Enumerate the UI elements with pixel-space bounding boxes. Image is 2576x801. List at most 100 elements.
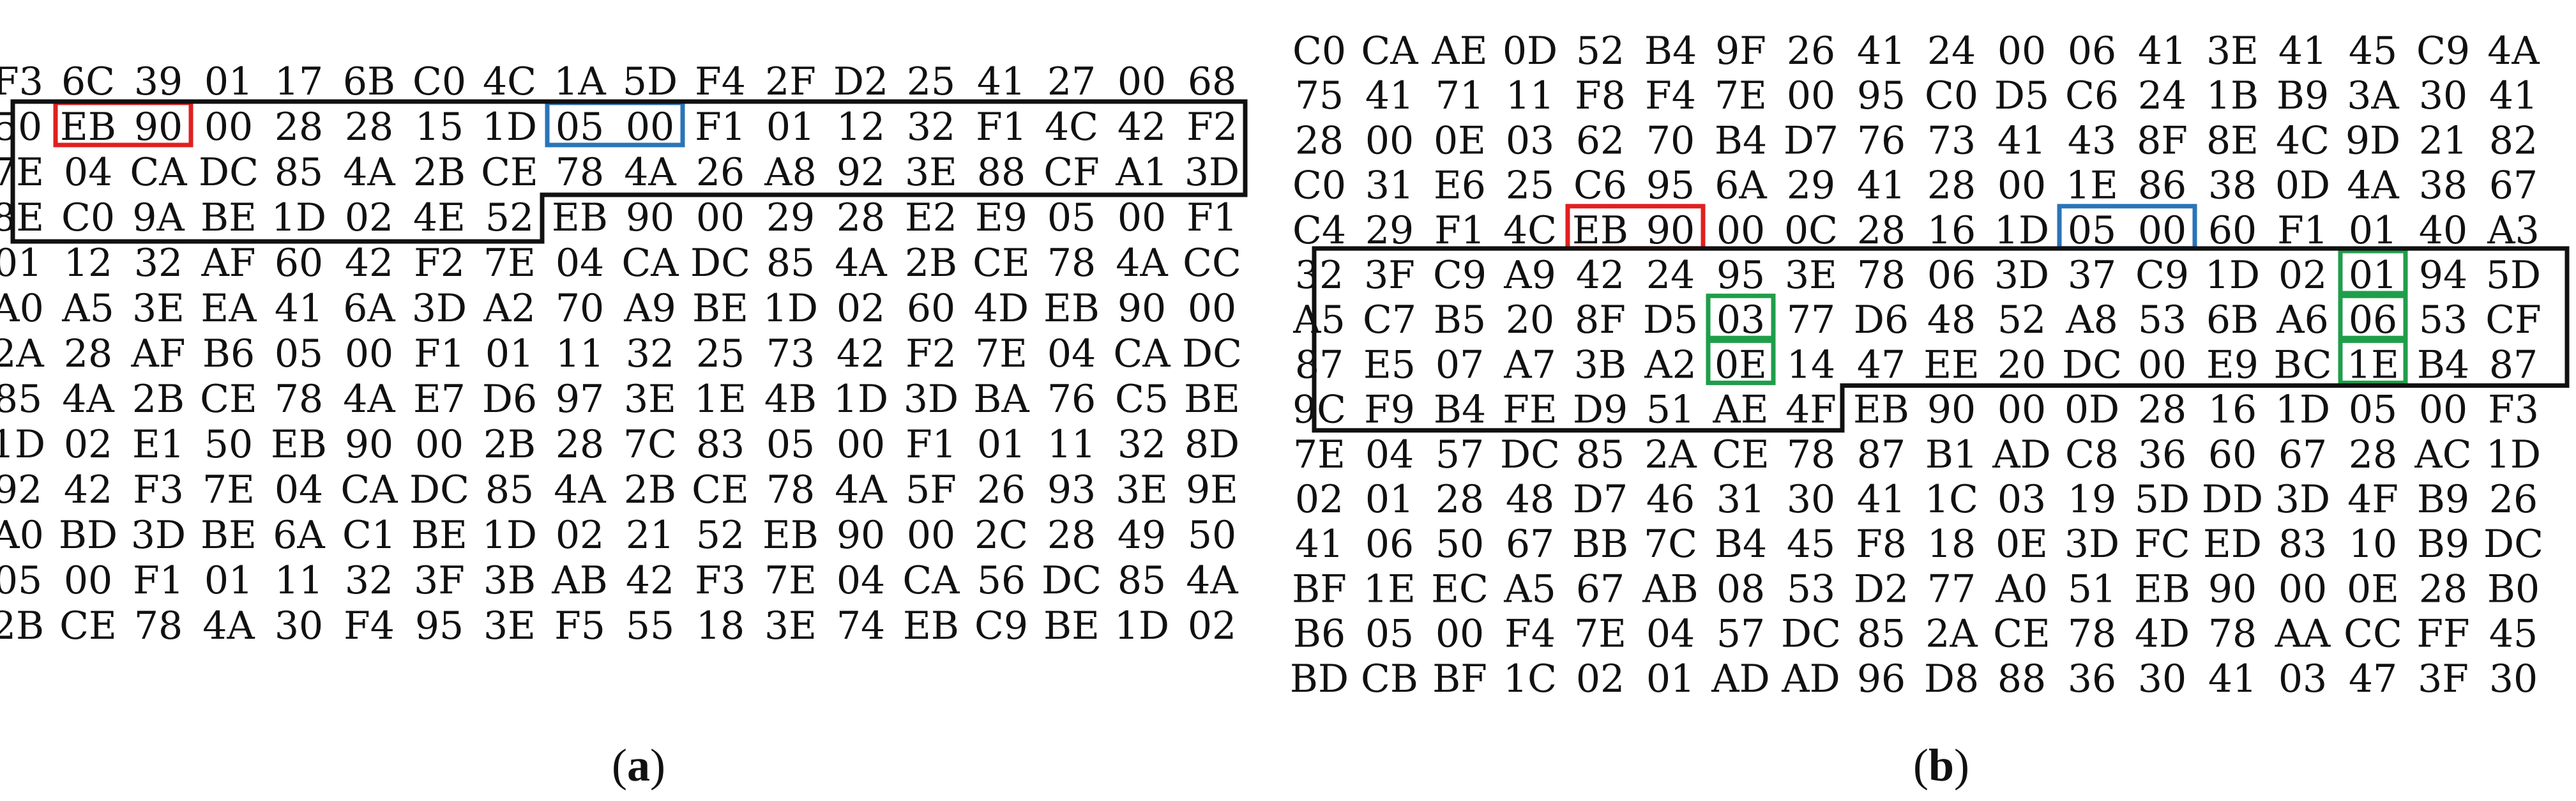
hex-byte: 1D [271,195,326,240]
hex-byte: AD [1711,657,1769,701]
hex-byte: F5 [554,604,605,648]
hex-byte: 3E [1785,253,1837,298]
hex-byte: 21 [2419,118,2467,163]
hex-byte: 90 [837,513,885,558]
hex-byte: 05 [0,558,42,603]
hex-byte: A9 [623,286,676,331]
hex-byte: 04 [275,468,323,512]
hex-byte: F4 [1504,612,1556,657]
hex-byte: 01 [204,558,253,603]
hex-byte: F1 [414,332,465,376]
hex-byte: 0E [2347,567,2399,611]
hex-byte: 06 [1365,522,1414,567]
hex-byte: 9C [1292,388,1346,432]
hex-byte: AD [1781,657,1840,701]
hex-byte: DC [199,150,259,195]
hex-byte: 2B [905,241,957,286]
hex-byte: 30 [2419,73,2467,118]
hex-byte: CA [621,241,679,286]
hex-byte: C0 [1925,73,1978,118]
hex-byte: 3D [2275,477,2330,522]
panel-b-caption: (b) [1913,740,1969,791]
hex-byte: 36 [2138,432,2186,477]
hex-byte: 7E [202,468,255,512]
hex-byte: 2A [1925,612,1978,657]
hex-byte: 67 [1576,567,1625,611]
hex-byte: C7 [1363,298,1416,342]
hex-byte: 32 [134,241,183,286]
hex-byte: 3D [2065,522,2119,567]
hex-byte: 02 [2278,253,2327,298]
hex-byte: 92 [0,468,42,512]
hex-byte: 78 [556,150,604,195]
hex-byte: DC [2062,342,2122,387]
hex-byte: F1 [1434,208,1485,253]
hex-byte: A6 [2276,298,2329,342]
hex-byte: C9 [974,604,1028,648]
hex-byte: 3B [1574,342,1626,387]
hex-byte: BD [1290,657,1349,701]
hex-byte: D7 [1784,118,1838,163]
hex-byte: 67 [2278,432,2327,477]
byte-highlight-box [2338,338,2408,385]
hex-byte: 4A [62,377,114,422]
hex-byte: 78 [2068,612,2116,657]
hex-byte: A5 [1292,298,1345,342]
hex-byte: 7E [764,558,817,603]
hex-byte: C6 [1573,164,1627,208]
hex-byte: EC [1431,567,1489,611]
hex-byte: 1C [1925,477,1978,522]
hex-byte: CE [692,468,749,512]
hex-byte: 1E [2347,342,2399,387]
hex-byte: 45 [1787,522,1835,567]
hex-byte: 41 [1365,73,1414,118]
hex-byte: 77 [1787,298,1835,342]
hex-byte: 7E [1574,612,1626,657]
hex-byte: 14 [1787,342,1835,387]
hex-byte: C9 [2135,253,2189,298]
hex-byte: 01 [766,105,815,149]
packet-frame-outline [1312,246,2570,433]
hex-byte: 3E [764,604,817,648]
hex-byte: 60 [2208,432,2257,477]
hex-byte: 78 [134,604,183,648]
hex-byte: 0E [1996,522,2048,567]
hex-byte: 85 [1857,612,1905,657]
hex-byte: 00 [415,422,464,467]
hex-byte: 3D [904,377,958,422]
hex-byte: 31 [1365,164,1414,208]
hex-byte: 78 [766,468,815,512]
hex-byte: 47 [2349,657,2397,701]
hex-byte: DC [409,468,469,512]
hex-byte: 4A [624,150,676,195]
hex-byte: BF [1292,567,1347,611]
hex-byte: 38 [2208,164,2257,208]
hex-byte: 2B [132,377,185,422]
hex-byte: 8E [0,195,44,240]
hex-byte: 52 [1576,29,1625,73]
hex-byte: 10 [2349,522,2397,567]
hex-byte: AC [2414,432,2471,477]
hex-byte: 75 [1295,73,1344,118]
hex-byte: F4 [695,59,746,104]
hex-byte: 01 [0,241,42,286]
hex-byte: 51 [2068,567,2116,611]
hex-byte: 42 [626,558,674,603]
hex-byte: BE [201,513,257,558]
hex-byte: CE [200,377,257,422]
hex-byte: ED [2203,522,2262,567]
hex-byte: A2 [483,286,536,331]
hex-byte: 1D [833,377,888,422]
hex-byte: 00 [1188,286,1236,331]
hex-byte: 78 [1047,241,1096,286]
hex-byte: 2B [0,604,44,648]
hex-byte: 04 [556,241,604,286]
hex-byte: 67 [1506,522,1554,567]
